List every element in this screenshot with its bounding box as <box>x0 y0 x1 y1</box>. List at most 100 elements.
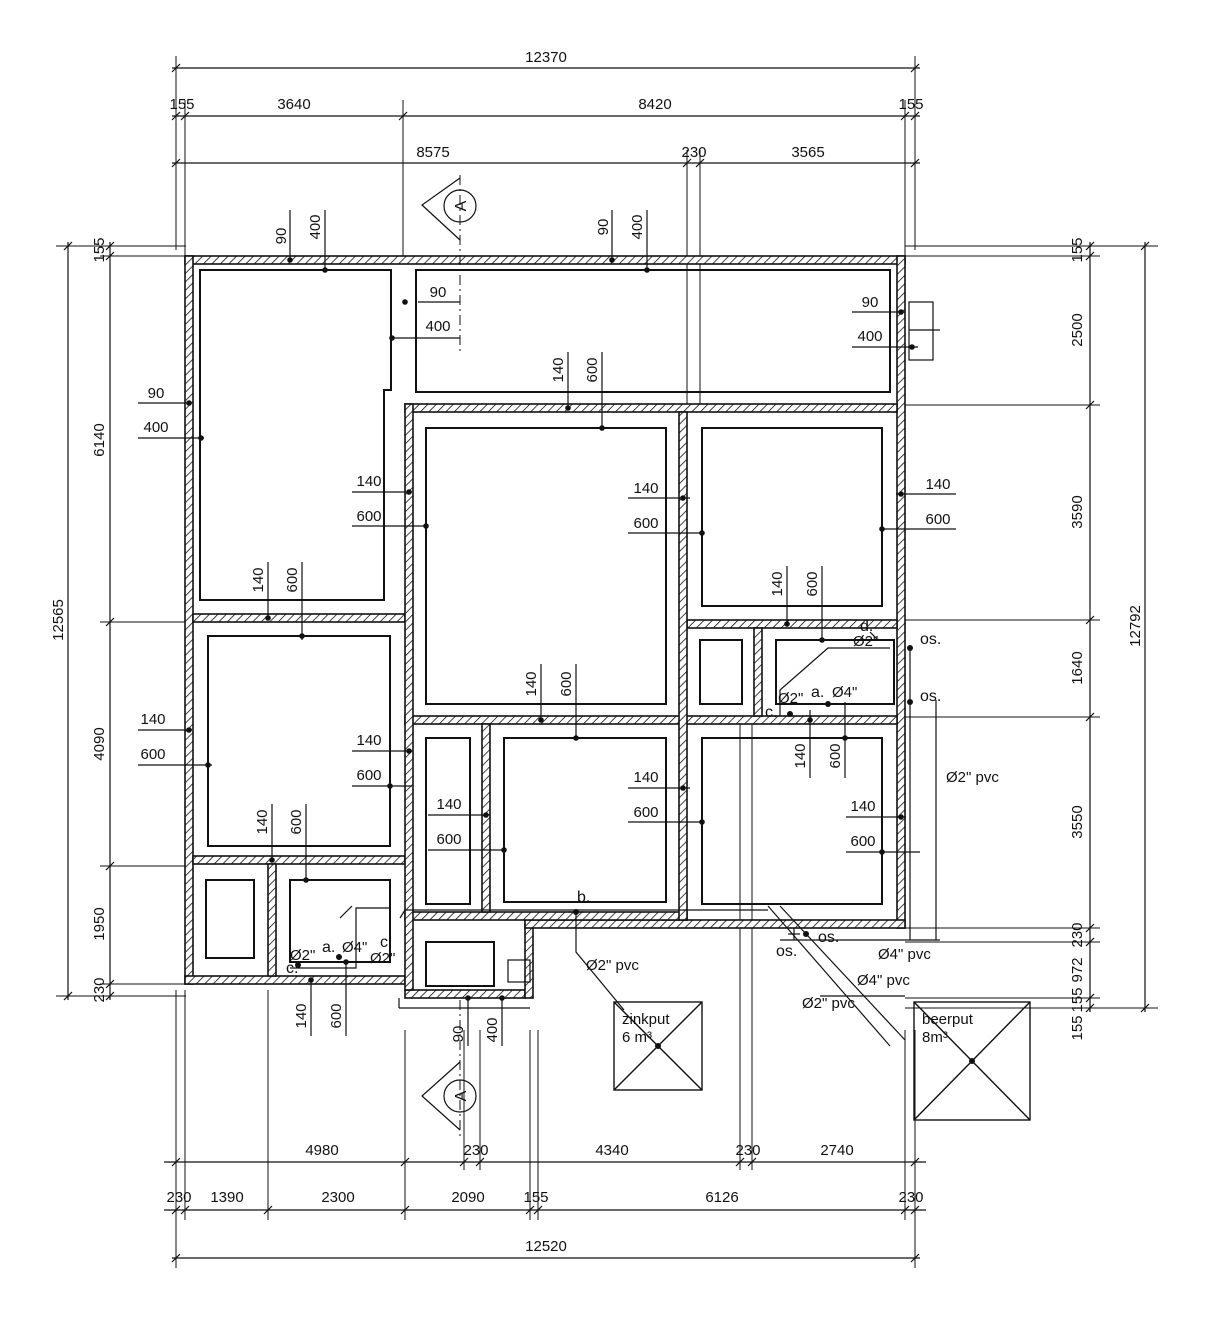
pipe-label-d2-left: Ø2" <box>290 947 315 964</box>
dim-right-small-3: 155 <box>1069 987 1086 1012</box>
label-w600-l: 600 <box>356 767 381 784</box>
right-dimension-chains: 155 2500 3590 1640 3550 230 972 155 155 … <box>905 237 1158 1041</box>
room-outlines <box>199 269 940 1009</box>
dim-right-span: 8420 <box>638 96 671 113</box>
pipe-label-pvc4-lower: Ø4" pvc <box>857 972 910 989</box>
zinkput-name: zinkput <box>622 1011 670 1028</box>
pipe-label-d2-upper: Ø2" <box>853 633 878 650</box>
label-w140-k: 140 <box>140 711 165 728</box>
label-w140-i: 140 <box>633 480 658 497</box>
pipe-label-c-right: c. <box>765 704 777 721</box>
pipe-label-d2-mid: Ø2" <box>778 690 803 707</box>
dim-right-small-2: 972 <box>1069 957 1086 982</box>
drain-piping: Ø2" pvc Ø2" pvc Ø4" pvc Ø4" pvc Ø2" pvc … <box>286 618 999 1047</box>
section-marker-top: A <box>421 175 477 355</box>
pipe-label-a-left: a. <box>322 939 335 956</box>
pipe-label-os-4: os. <box>776 943 797 960</box>
dim-right-span-1: 2500 <box>1069 313 1086 346</box>
dim-bottom-row2-3: 2300 <box>321 1189 354 1206</box>
dim-bottom-row2-1: 230 <box>166 1189 191 1206</box>
dim-right-top-edge: 155 <box>1069 237 1086 262</box>
pipe-label-c-left-2: c. <box>286 960 298 977</box>
label-w140-a: 140 <box>550 357 567 382</box>
bottom-dimension-chains: 4980 230 4340 230 2740 230 1390 2300 209… <box>164 720 926 1268</box>
label-w400-left: 400 <box>143 419 168 436</box>
beerput-volume: 8m³ <box>922 1029 948 1046</box>
label-w600-e: 600 <box>827 743 844 768</box>
label-w600-a: 600 <box>584 357 601 382</box>
pipe-label-d4-left: Ø4" <box>342 939 367 956</box>
label-w600-b: 600 <box>284 567 301 592</box>
dim-bottom-row2-4: 2090 <box>451 1189 484 1206</box>
label-w90-top-mid: 90 <box>595 219 612 236</box>
dim-right-edge: 155 <box>898 96 923 113</box>
dim-overall-height-left: 12565 <box>50 599 67 641</box>
pipe-label-d: d. <box>860 618 873 635</box>
dim-left-span-3: 1950 <box>91 907 108 940</box>
dim-left-span-1: 6140 <box>91 423 108 456</box>
pipe-label-c-left: c. <box>380 934 392 951</box>
pipe-label-d4-mid: Ø4" <box>832 684 857 701</box>
label-w90-entry: 90 <box>450 1026 467 1043</box>
dim-bottom-row1-5: 2740 <box>820 1142 853 1159</box>
label-w600-i: 600 <box>633 515 658 532</box>
label-w140-c: 140 <box>769 571 786 596</box>
dim-left-top-edge: 155 <box>91 237 108 262</box>
dim-bottom-row1-1: 4980 <box>305 1142 338 1159</box>
label-w600-k: 600 <box>140 746 165 763</box>
dim-left-span-2: 4090 <box>91 727 108 760</box>
label-w600-g: 600 <box>328 1003 345 1028</box>
pipe-label-pvc2-zinkput: Ø2" pvc <box>586 957 639 974</box>
pipe-label-d2-left-small: Ø2" <box>370 950 395 967</box>
wall-footings <box>184 255 906 999</box>
section-label-top: A <box>453 200 470 211</box>
label-w400-right: 400 <box>857 328 882 345</box>
label-w400-upper-room: 400 <box>425 318 450 335</box>
label-w90-upper-room: 90 <box>430 284 447 301</box>
top-dimension-chains: 12370 155 3640 8420 155 8575 230 3565 <box>169 49 924 404</box>
label-w600-d: 600 <box>558 671 575 696</box>
dim-overall-width-bottom: 12520 <box>525 1238 567 1255</box>
dim-left-edge: 155 <box>169 96 194 113</box>
label-w600-h: 600 <box>356 508 381 525</box>
dim-mid-right: 3565 <box>791 144 824 161</box>
dim-bottom-row2-5: 155 <box>523 1189 548 1206</box>
dim-bottom-row2-7: 230 <box>898 1189 923 1206</box>
label-w90-right: 90 <box>862 294 879 311</box>
label-w140-g: 140 <box>293 1003 310 1028</box>
left-dimension-chains: 12565 155 6140 4090 1950 230 <box>50 237 186 1003</box>
label-w140-f: 140 <box>254 809 271 834</box>
label-w140-m: 140 <box>436 796 461 813</box>
zinkput-volume: 6 m³ <box>622 1029 652 1046</box>
pipe-label-os-2: os. <box>920 688 941 705</box>
label-w600-j: 600 <box>925 511 950 528</box>
label-w140-l: 140 <box>356 732 381 749</box>
pipe-label-os-1: os. <box>920 631 941 648</box>
label-w90-left: 90 <box>148 385 165 402</box>
dim-right-span-3: 1640 <box>1069 651 1086 684</box>
label-w140-o: 140 <box>850 798 875 815</box>
dim-bottom-row1-2: 230 <box>463 1142 488 1159</box>
label-w600-f: 600 <box>288 809 305 834</box>
zinkput-pit: zinkput 6 m³ <box>613 1001 703 1091</box>
dim-mid-left: 8575 <box>416 144 449 161</box>
beerput-pit: beerput 8m³ <box>913 1001 1031 1121</box>
dim-bottom-row2-6: 6126 <box>705 1189 738 1206</box>
label-w600-n: 600 <box>633 804 658 821</box>
dim-overall-height-right: 12792 <box>1127 605 1144 647</box>
label-w600-c: 600 <box>804 571 821 596</box>
dim-bottom-row1-3: 4340 <box>595 1142 628 1159</box>
dim-bottom-row2-2: 1390 <box>210 1189 243 1206</box>
label-w600-o: 600 <box>850 833 875 850</box>
dim-bottom-row1-4: 230 <box>735 1142 760 1159</box>
dim-right-small-1: 230 <box>1069 922 1086 947</box>
pipe-label-os-3: os. <box>818 929 839 946</box>
label-w90-top-left: 90 <box>273 228 290 245</box>
dim-left-span: 3640 <box>277 96 310 113</box>
label-w140-j: 140 <box>925 476 950 493</box>
label-w140-n: 140 <box>633 769 658 786</box>
section-marker-bottom: A <box>421 1000 477 1140</box>
dim-right-span-2: 3590 <box>1069 495 1086 528</box>
dim-right-span-4: 3550 <box>1069 805 1086 838</box>
